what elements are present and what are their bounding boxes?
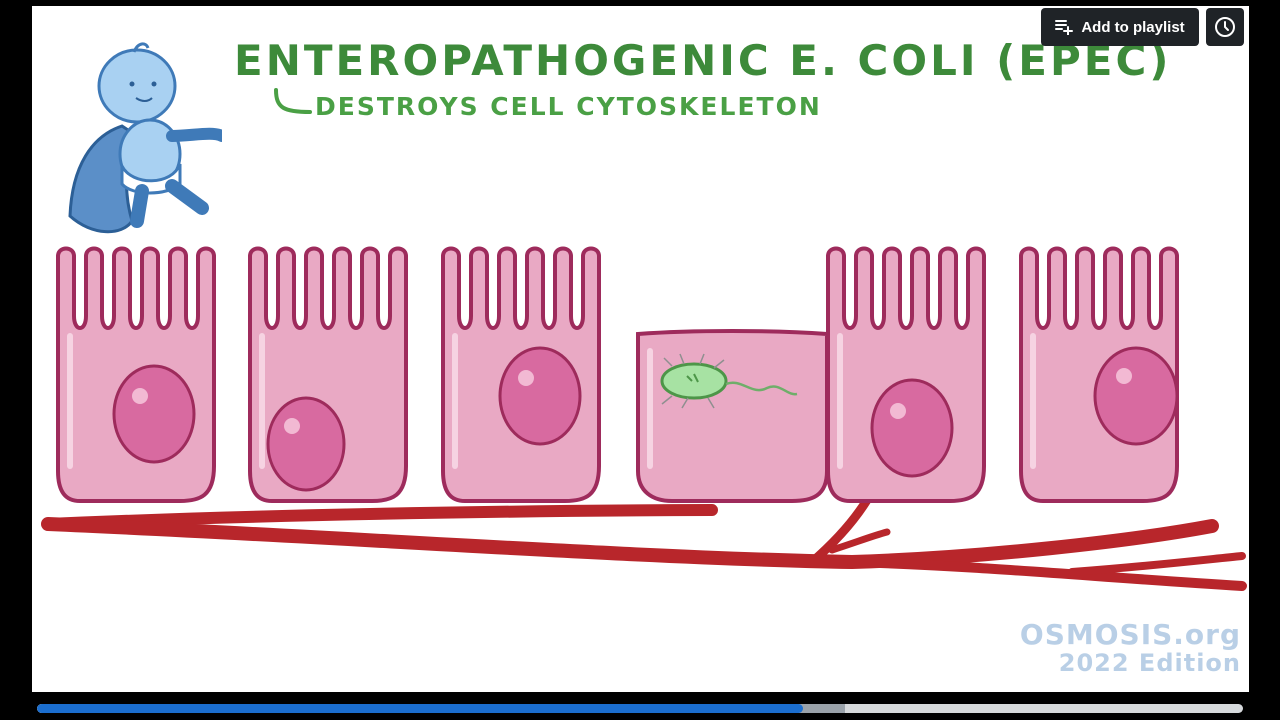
playlist-add-icon xyxy=(1055,20,1074,35)
video-subtitle: DESTROYS CELL CYTOSKELETON xyxy=(315,92,822,121)
add-to-playlist-label: Add to playlist xyxy=(1081,18,1185,36)
damaged-cell xyxy=(636,329,829,503)
nuclei xyxy=(112,346,1179,492)
progress-played xyxy=(37,704,803,713)
clock-icon xyxy=(1215,17,1235,37)
ecoli-bacterium xyxy=(660,353,798,409)
epithelial-cells xyxy=(32,236,1249,516)
add-to-playlist-button[interactable]: Add to playlist xyxy=(1041,8,1199,46)
blood-vessel xyxy=(41,495,1247,591)
subtitle-connector xyxy=(274,88,312,114)
video-title: ENTEROPATHOGENIC E. COLI (EPEC) xyxy=(234,36,1172,85)
watch-later-button[interactable] xyxy=(1206,8,1244,46)
brand-name: OSMOSIS.org xyxy=(1019,618,1241,651)
video-frame[interactable]: ENTEROPATHOGENIC E. COLI (EPEC) DESTROYS… xyxy=(32,6,1249,692)
video-progress-bar[interactable] xyxy=(37,704,1243,713)
baby-illustration xyxy=(68,42,222,234)
brand-edition: 2022 Edition xyxy=(1058,649,1241,677)
brand-watermark: OSMOSIS.org 2022 Edition xyxy=(1020,618,1241,677)
